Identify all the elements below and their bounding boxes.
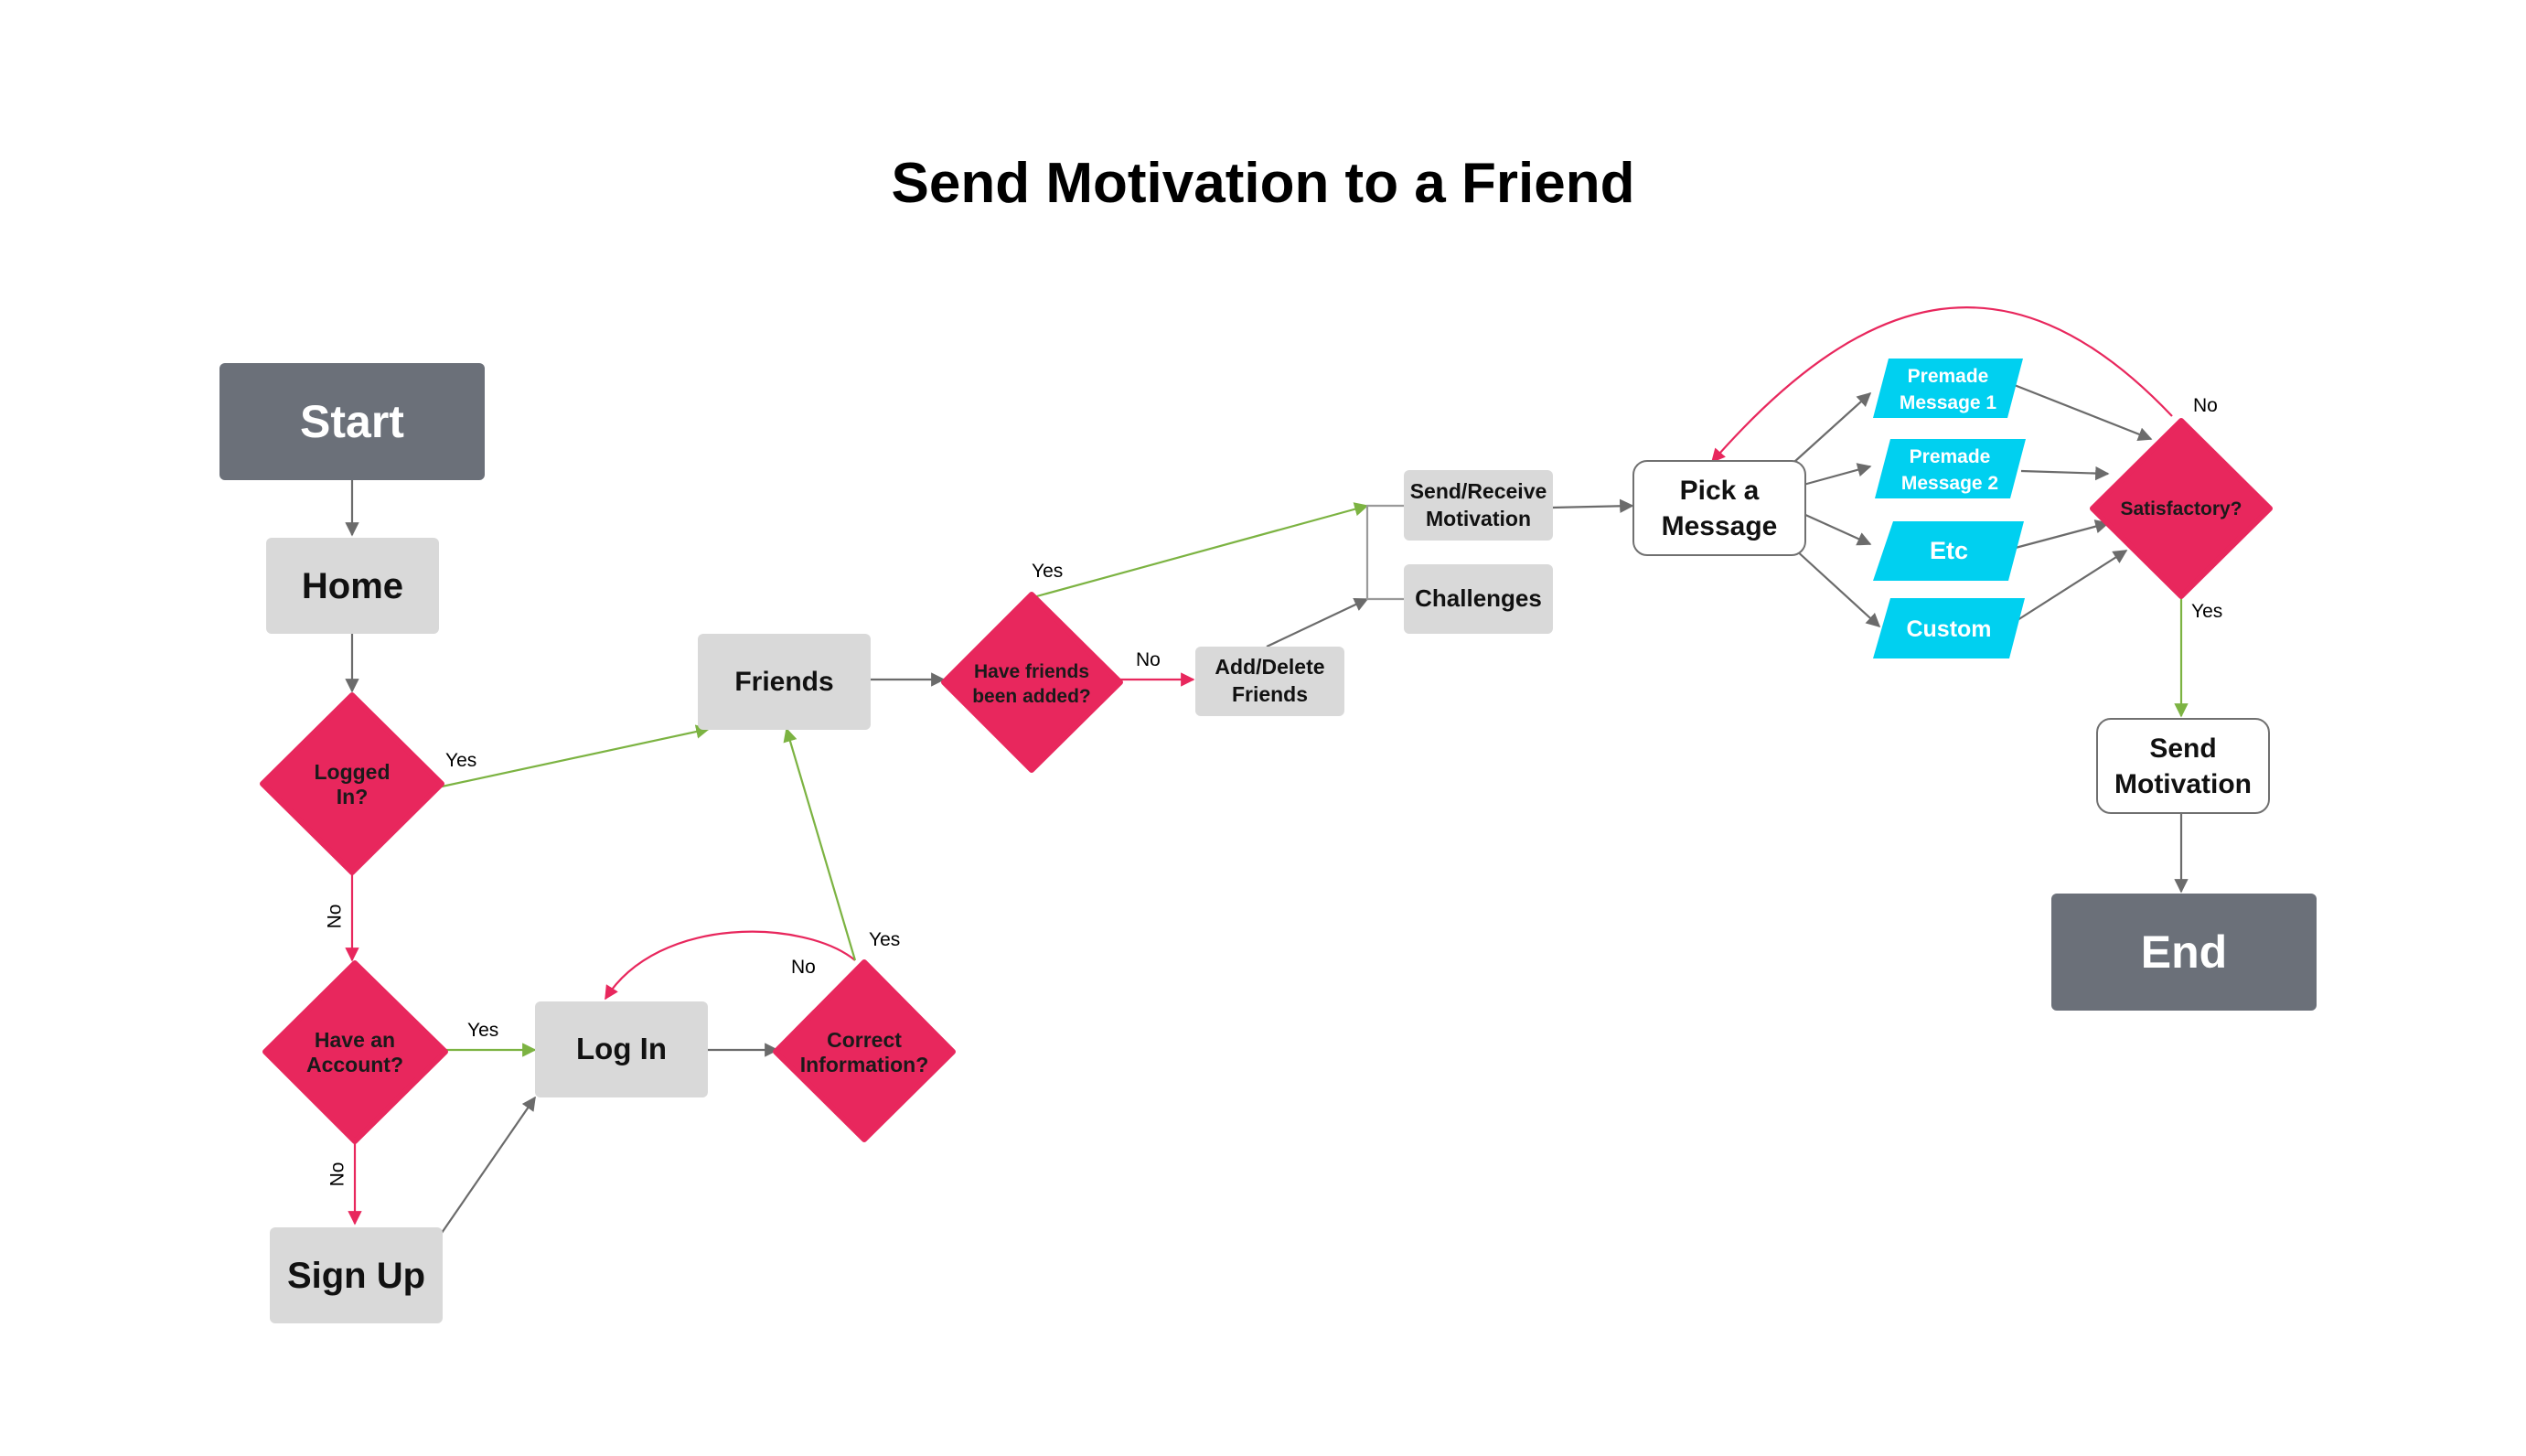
send-motivation-line-1: Send [2149, 733, 2217, 764]
correct-info-line-1: Correct [827, 1028, 902, 1052]
pick-message-line-1: Pick a [1679, 475, 1760, 506]
have-account-yes-label: Yes [467, 1020, 499, 1041]
edge-custom-satisfactory [2007, 550, 2128, 627]
friends-label: Friends [734, 667, 834, 697]
send-receive-node[interactable]: Send/Receive Motivation [1404, 470, 1553, 541]
correct-information-decision[interactable]: Correct Information? [773, 959, 956, 1142]
have-account-no-label: No [326, 1162, 348, 1187]
friends-added-no-label: No [1136, 649, 1161, 670]
start-label: Start [300, 395, 404, 447]
satisfactory-decision[interactable]: Satisfactory? [2090, 418, 2273, 599]
log-in-label: Log In [576, 1032, 667, 1066]
edge-premade1-satisfactory [2011, 382, 2153, 442]
friends-added-line-1: Have friends [974, 661, 1089, 682]
logged-in-no-label: No [324, 904, 346, 929]
send-receive-line-1: Send/Receive [1409, 478, 1547, 503]
send-motivation-line-2: Motivation [2114, 768, 2252, 799]
premade1-line-1: Premade [1908, 366, 1989, 387]
add-delete-line-2: Friends [1231, 682, 1309, 706]
premade1-line-2: Message 1 [1900, 392, 1997, 413]
home-label: Home [301, 565, 404, 606]
edge-bracket [1365, 504, 1404, 601]
logged-in-line-1: Logged [314, 760, 390, 784]
custom-label: Custom [1906, 616, 1991, 642]
friends-added-decision[interactable]: Have friends been added? [941, 592, 1123, 773]
edge-logged-friends [441, 724, 711, 788]
edge-pick-etc [1803, 512, 1872, 546]
edge-signup-login [441, 1096, 536, 1234]
satisfactory-no-label: No [2193, 395, 2218, 416]
edge-premade2-satisfactory [2020, 466, 2110, 481]
correct-info-yes-label: Yes [869, 929, 901, 950]
friends-added-line-2: been added? [972, 686, 1091, 707]
friends-node[interactable]: Friends [698, 634, 871, 730]
send-receive-line-2: Motivation [1426, 506, 1531, 530]
edge-added-sendreceive [1033, 502, 1369, 599]
end-node[interactable]: End [2051, 894, 2317, 1011]
send-motivation-node[interactable]: Send Motivation [2096, 718, 2270, 814]
premade-message-1-node[interactable]: Premade Message 1 [1873, 359, 2023, 418]
sign-up-label: Sign Up [286, 1255, 426, 1296]
etc-node[interactable]: Etc [1873, 521, 2024, 581]
premade2-line-1: Premade [1910, 446, 1991, 467]
logged-in-yes-label: Yes [445, 750, 477, 771]
edge-etc-satisfactory [2011, 519, 2110, 551]
have-account-line-1: Have an [315, 1028, 395, 1052]
have-account-decision[interactable]: Have an Account? [262, 960, 448, 1144]
log-in-node[interactable]: Log In [535, 1001, 708, 1097]
premade-message-2-node[interactable]: Premade Message 2 [1875, 439, 2026, 498]
add-delete-friends-node[interactable]: Add/Delete Friends [1195, 647, 1344, 716]
satisfactory-yes-label: Yes [2191, 601, 2223, 622]
logged-in-decision[interactable]: Logged In? [260, 692, 444, 875]
edge-pick-custom [1793, 548, 1881, 628]
pick-message-node[interactable]: Pick a Message [1632, 460, 1806, 556]
pick-message-line-2: Message [1661, 510, 1778, 541]
diagram-title: Send Motivation to a Friend [891, 152, 1635, 215]
edge-pick-premade1 [1793, 391, 1872, 463]
end-label: End [2140, 926, 2228, 978]
custom-node[interactable]: Custom [1873, 598, 2025, 658]
edge-sendreceive-pick [1551, 498, 1634, 514]
start-node[interactable]: Start [219, 363, 485, 480]
edge-pick-premade2 [1803, 463, 1872, 487]
add-delete-line-1: Add/Delete [1215, 655, 1325, 680]
correct-info-no-label: No [791, 957, 816, 978]
edge-adddelete-challenges [1266, 597, 1369, 648]
challenges-node[interactable]: Challenges [1404, 564, 1553, 634]
premade2-line-2: Message 2 [1901, 473, 1998, 494]
satisfactory-label: Satisfactory? [2120, 498, 2242, 519]
home-node[interactable]: Home [266, 538, 439, 634]
etc-label: Etc [1930, 537, 1968, 564]
edge-correct-login-no [605, 930, 856, 1001]
friends-added-yes-label: Yes [1032, 561, 1064, 582]
edge-correct-friends [783, 727, 857, 961]
correct-info-line-2: Information? [800, 1053, 929, 1076]
challenges-label: Challenges [1415, 584, 1542, 613]
edge-satisfactory-pick-no [1710, 306, 2173, 464]
have-account-line-2: Account? [306, 1053, 403, 1076]
logged-in-line-2: In? [337, 785, 369, 808]
sign-up-node[interactable]: Sign Up [270, 1227, 443, 1323]
